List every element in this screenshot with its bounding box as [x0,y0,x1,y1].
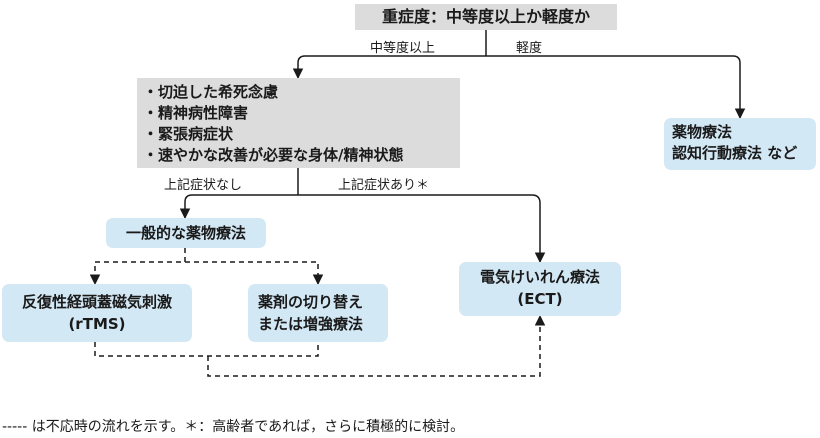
arrow-to-ect [298,194,546,264]
criteria-item: ・切迫した希死念慮 [143,83,279,101]
rtms-box: 反復性経頭蓋磁気刺激 (rTMS) [2,284,192,342]
rtms-line: 反復性経頭蓋磁気刺激 [21,293,172,311]
general-pharma-text: 一般的な薬物療法 [125,224,246,242]
rtms-line: (rTMS) [68,315,126,333]
criteria-box: ・切迫した希死念慮 ・精神病性障害 ・緊張病症状 ・速やかな改善が必要な身体/精… [137,78,460,168]
dashed-to-switch [185,261,324,286]
mild-treatment-box: 薬物療法 認知行動療法 など [664,118,816,170]
arrow-to-criteria [292,55,486,80]
branch-label-moderate: 中等度以上 [370,41,436,56]
criteria-item: ・速やかな改善が必要な身体/精神状態 [143,146,404,164]
ect-line: 電気けいれん療法 [479,268,600,286]
arrow-to-mild-treatment [486,55,746,120]
criteria-label-absent: 上記症状なし [164,178,243,193]
ect-box: 電気けいれん療法 (ECT) [459,262,621,316]
arrow-to-general-pharma [179,194,298,220]
switch-line: または増強療法 [258,315,364,333]
general-pharma-box: 一般的な薬物療法 [106,218,266,248]
dashed-from-general-pharma [89,248,186,286]
switch-line: 薬剤の切り替え [258,293,364,311]
criteria-label-present: 上記症状あり＊ [338,178,430,193]
ect-line: (ECT) [517,290,563,308]
switch-augment-box: 薬剤の切り替え または増強療法 [248,284,388,342]
criteria-item: ・精神病性障害 [143,104,249,122]
footnote: ----- は不応時の流れを示す。＊：高齢者であれば，さらに積極的に検討。 [2,419,465,435]
criteria-item: ・緊張病症状 [143,125,234,143]
mild-treatment-line: 薬物療法 [672,123,733,141]
mild-treatment-line: 認知行動療法 など [672,144,798,162]
dashed-bottom-to-ect [207,314,546,377]
severity-question-box: 重症度：中等度以上か軽度か [355,4,617,30]
dashed-from-rtms [94,342,319,357]
branch-label-mild: 軽度 [516,41,543,56]
severity-question-text: 重症度：中等度以上か軽度か [381,7,590,26]
